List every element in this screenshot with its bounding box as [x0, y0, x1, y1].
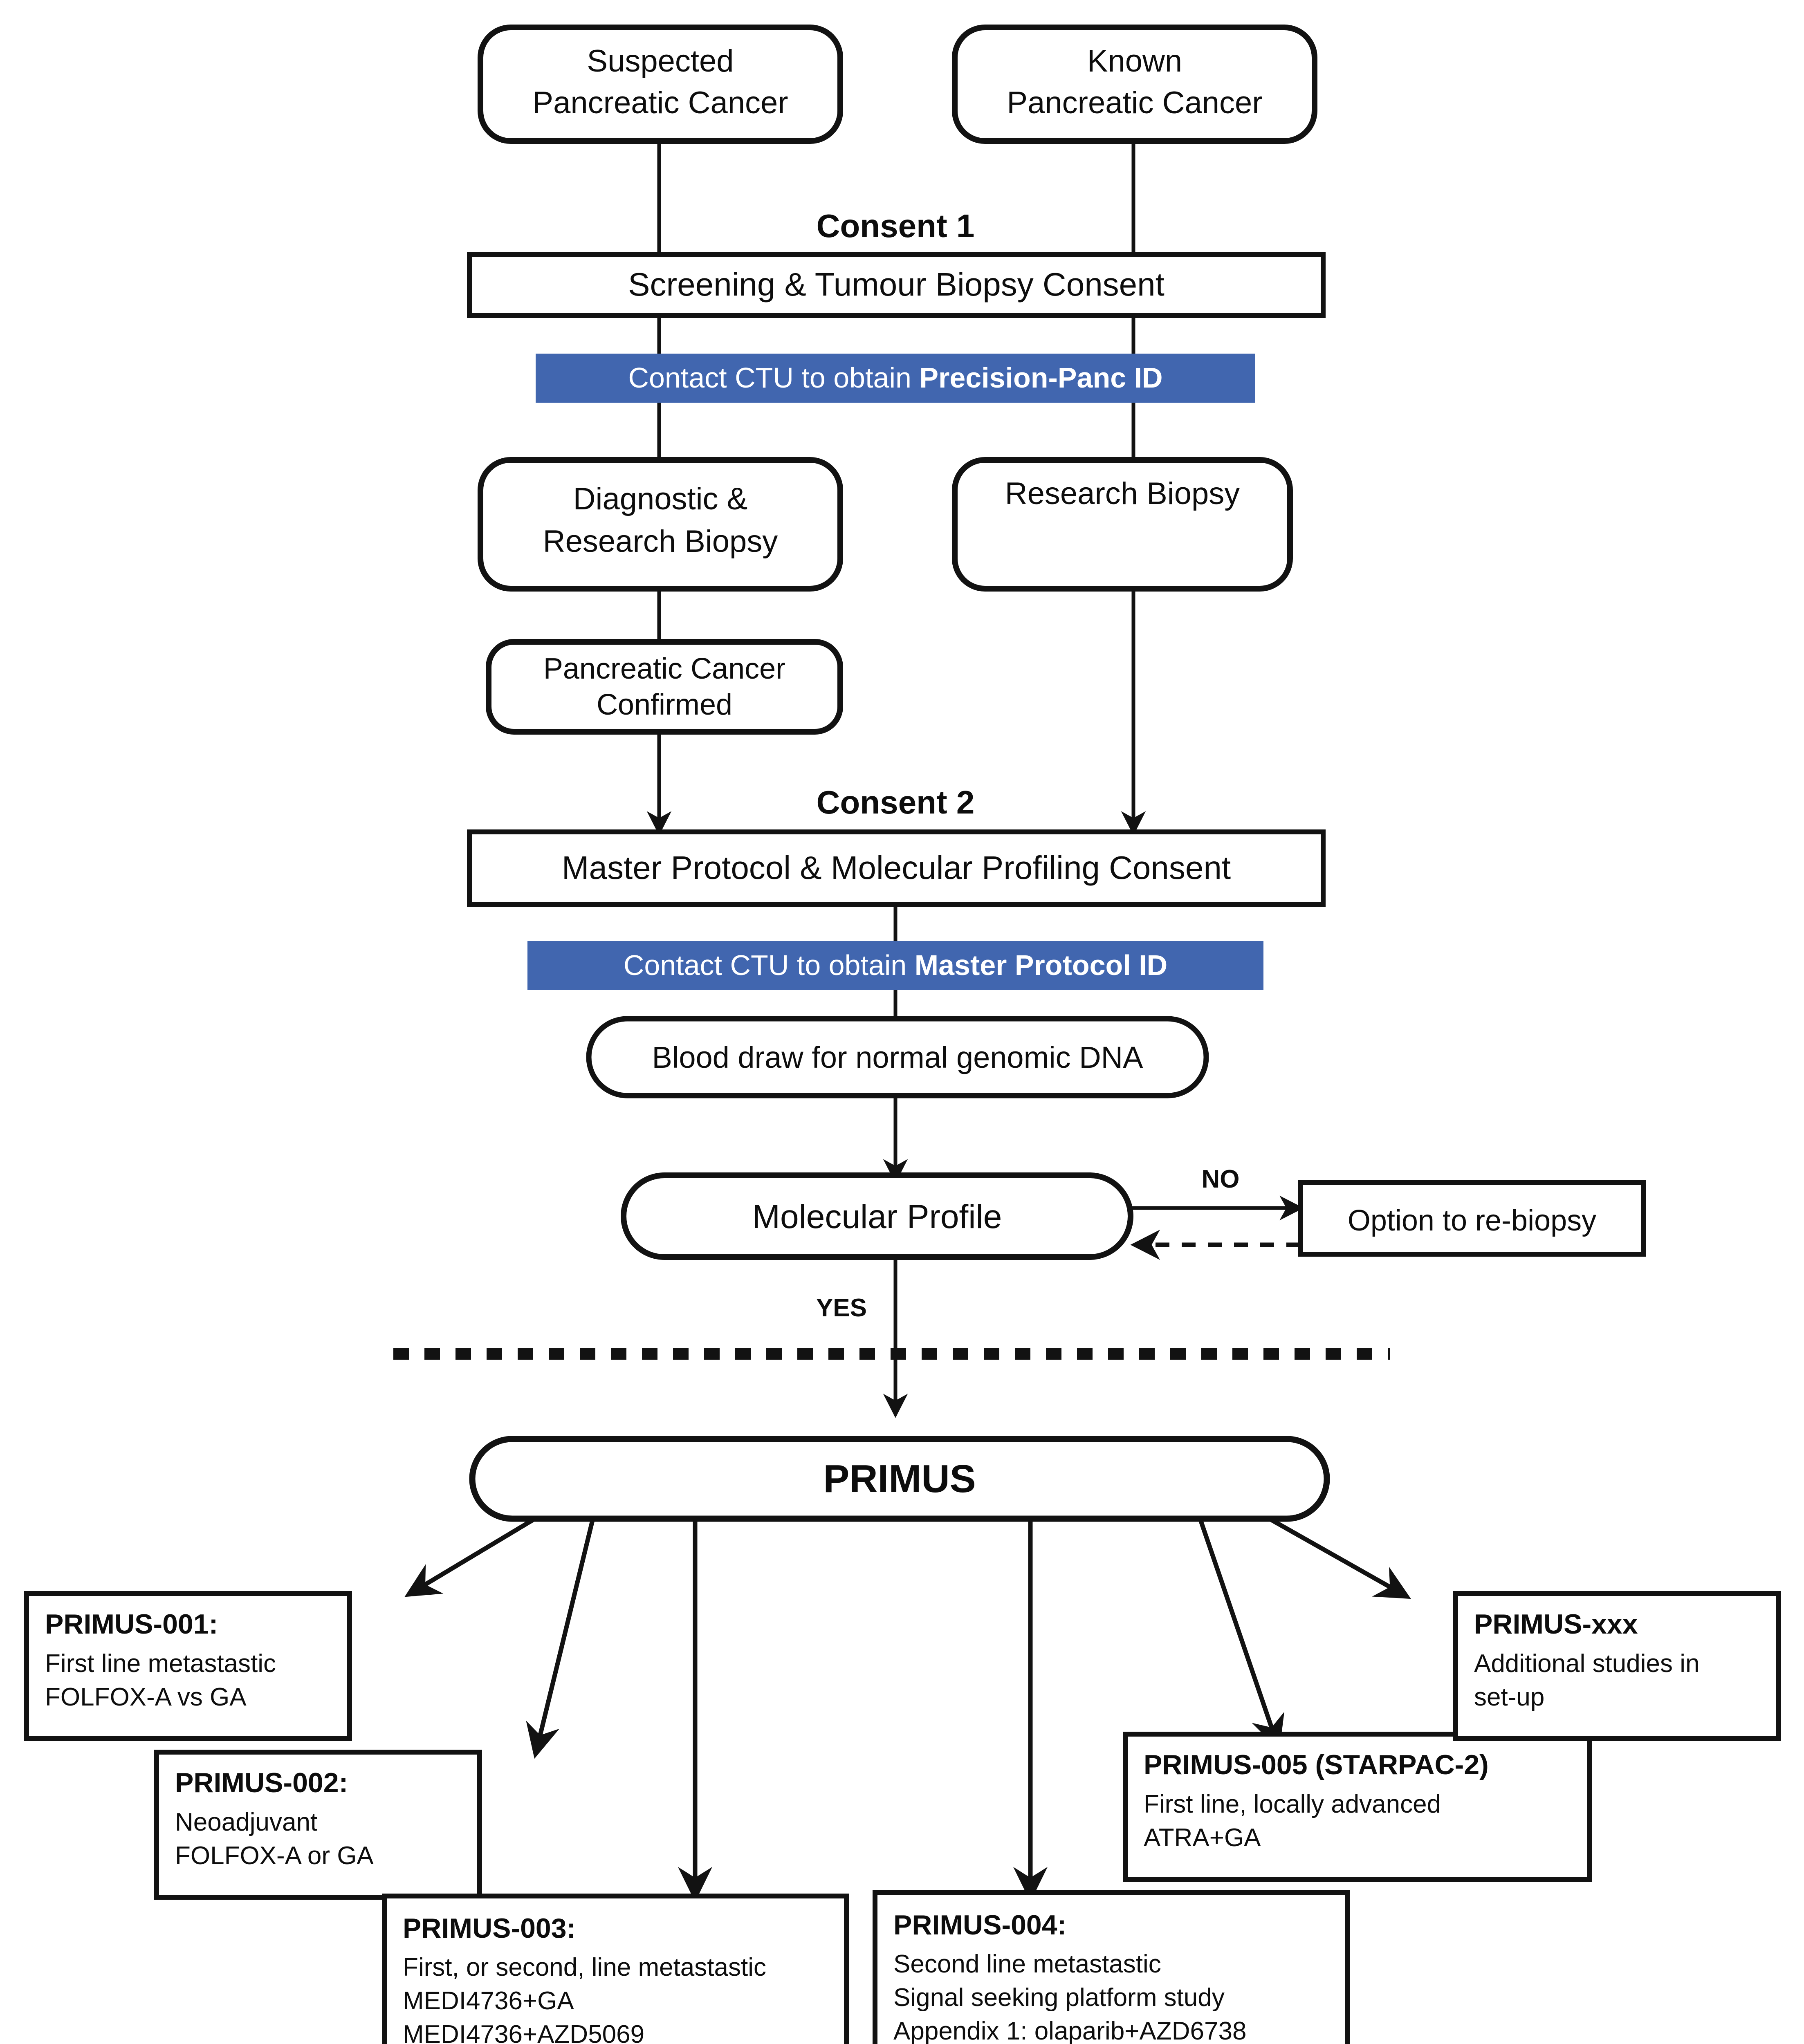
- primus-text: PRIMUS: [823, 1457, 976, 1501]
- diagnostic-biopsy-line2: Research Biopsy: [543, 524, 778, 559]
- primus-xxx-line-1: Additional studies in: [1474, 1650, 1699, 1678]
- node-research-biopsy[interactable]: Research Biopsy: [952, 457, 1293, 592]
- research-biopsy-text: Research Biopsy: [1005, 476, 1240, 511]
- edge-primus-to-002: [526, 1518, 595, 1759]
- node-known-pancreatic-cancer[interactable]: Known Pancreatic Cancer: [952, 25, 1317, 144]
- primus-002-line-2: FOLFOX-A or GA: [175, 1842, 374, 1870]
- screening-consent-text: Screening & Tumour Biopsy Consent: [628, 266, 1165, 303]
- edge-primus-to-005: [1198, 1518, 1285, 1750]
- study-box-primus-002[interactable]: PRIMUS-002: Neoadjuvant FOLFOX-A or GA: [154, 1750, 482, 1900]
- study-box-primus-003[interactable]: PRIMUS-003: First, or second, line metas…: [382, 1894, 849, 2044]
- primus-005-line-2: ATRA+GA: [1144, 1824, 1261, 1852]
- svg-text:Contact CTU to obtain Precisio: Contact CTU to obtain Precision-Panc ID: [628, 362, 1162, 394]
- study-box-primus-004[interactable]: PRIMUS-004: Second line metastastic Sign…: [873, 1890, 1350, 2044]
- known-line1: Known: [1087, 44, 1182, 78]
- edge-primus-to-xxx: [1250, 1506, 1411, 1599]
- node-blood-draw[interactable]: Blood draw for normal genomic DNA: [586, 1016, 1209, 1098]
- primus-001-line-1: First line metastastic: [45, 1650, 276, 1678]
- study-box-primus-xxx[interactable]: PRIMUS-xxx Additional studies in set-up: [1453, 1591, 1781, 1741]
- banner-precision-panc-id[interactable]: Contact CTU to obtain Precision-Panc ID: [536, 354, 1255, 403]
- primus-xxx-line-2: set-up: [1474, 1683, 1544, 1711]
- node-option-to-re-biopsy[interactable]: Option to re-biopsy: [1298, 1180, 1646, 1257]
- option-rebiopsy-text: Option to re-biopsy: [1348, 1204, 1596, 1237]
- consent-2-label: Consent 2: [817, 784, 975, 820]
- node-primus[interactable]: PRIMUS: [469, 1436, 1330, 1522]
- blood-draw-text: Blood draw for normal genomic DNA: [652, 1040, 1144, 1074]
- node-master-protocol-consent[interactable]: Master Protocol & Molecular Profiling Co…: [467, 829, 1326, 907]
- consent-1-label: Consent 1: [817, 208, 975, 244]
- study-box-primus-001[interactable]: PRIMUS-001: First line metastastic FOLFO…: [24, 1591, 352, 1741]
- primus-002-line-1: Neoadjuvant: [175, 1808, 317, 1836]
- primus-xxx-title: PRIMUS-xxx: [1474, 1609, 1638, 1640]
- primus-003-line-3: MEDI4736+AZD5069: [403, 2020, 644, 2044]
- node-molecular-profile[interactable]: Molecular Profile: [621, 1172, 1133, 1260]
- molecular-profile-text: Molecular Profile: [752, 1198, 1002, 1235]
- connector-group: [393, 141, 1411, 1902]
- master-consent-text: Master Protocol & Molecular Profiling Co…: [562, 849, 1231, 886]
- banner1-prefix: Contact CTU to obtain: [628, 362, 919, 394]
- banner-master-protocol-id[interactable]: Contact CTU to obtain Master Protocol ID: [527, 941, 1263, 990]
- primus-003-line-1: First, or second, line metastastic: [403, 1953, 766, 1981]
- primus-005-line-1: First line, locally advanced: [1144, 1790, 1441, 1818]
- study-box-primus-005[interactable]: PRIMUS-005 (STARPAC-2) First line, local…: [1123, 1732, 1592, 1882]
- primus-004-line-1: Second line metastastic: [893, 1950, 1161, 1978]
- primus-003-title: PRIMUS-003:: [403, 1913, 576, 1944]
- banner2-prefix: Contact CTU to obtain: [624, 949, 915, 981]
- confirmed-line2: Confirmed: [597, 688, 732, 721]
- primus-001-title: PRIMUS-001:: [45, 1609, 218, 1640]
- known-line2: Pancreatic Cancer: [1007, 85, 1262, 120]
- node-suspected-pancreatic-cancer[interactable]: Suspected Pancreatic Cancer: [478, 25, 843, 144]
- primus-005-title: PRIMUS-005 (STARPAC-2): [1144, 1749, 1489, 1780]
- suspected-line1: Suspected: [587, 44, 734, 78]
- edge-label-yes: YES: [816, 1294, 867, 1322]
- suspected-line2: Pancreatic Cancer: [532, 85, 788, 120]
- edge-label-no: NO: [1202, 1165, 1240, 1193]
- node-diagnostic-research-biopsy[interactable]: Diagnostic & Research Biopsy: [478, 457, 843, 592]
- primus-004-line-2: Signal seeking platform study: [893, 1983, 1225, 2012]
- primus-004-title: PRIMUS-004:: [893, 1910, 1066, 1941]
- primus-002-title: PRIMUS-002:: [175, 1767, 348, 1798]
- svg-text:Contact CTU to obtain Master P: Contact CTU to obtain Master Protocol ID: [624, 949, 1167, 981]
- edge-primus-to-001: [404, 1506, 553, 1597]
- banner2-emphasis: Master Protocol ID: [915, 949, 1167, 981]
- banner1-emphasis: Precision-Panc ID: [919, 362, 1162, 394]
- node-screening-tumour-biopsy-consent[interactable]: Screening & Tumour Biopsy Consent: [467, 252, 1326, 318]
- primus-004-line-3: Appendix 1: olaparib+AZD6738: [893, 2017, 1246, 2044]
- confirmed-line1: Pancreatic Cancer: [543, 652, 785, 685]
- primus-001-line-2: FOLFOX-A vs GA: [45, 1683, 247, 1711]
- primus-003-line-2: MEDI4736+GA: [403, 1987, 574, 2015]
- diagnostic-biopsy-line1: Diagnostic &: [573, 482, 748, 516]
- node-pancreatic-cancer-confirmed[interactable]: Pancreatic Cancer Confirmed: [486, 639, 843, 735]
